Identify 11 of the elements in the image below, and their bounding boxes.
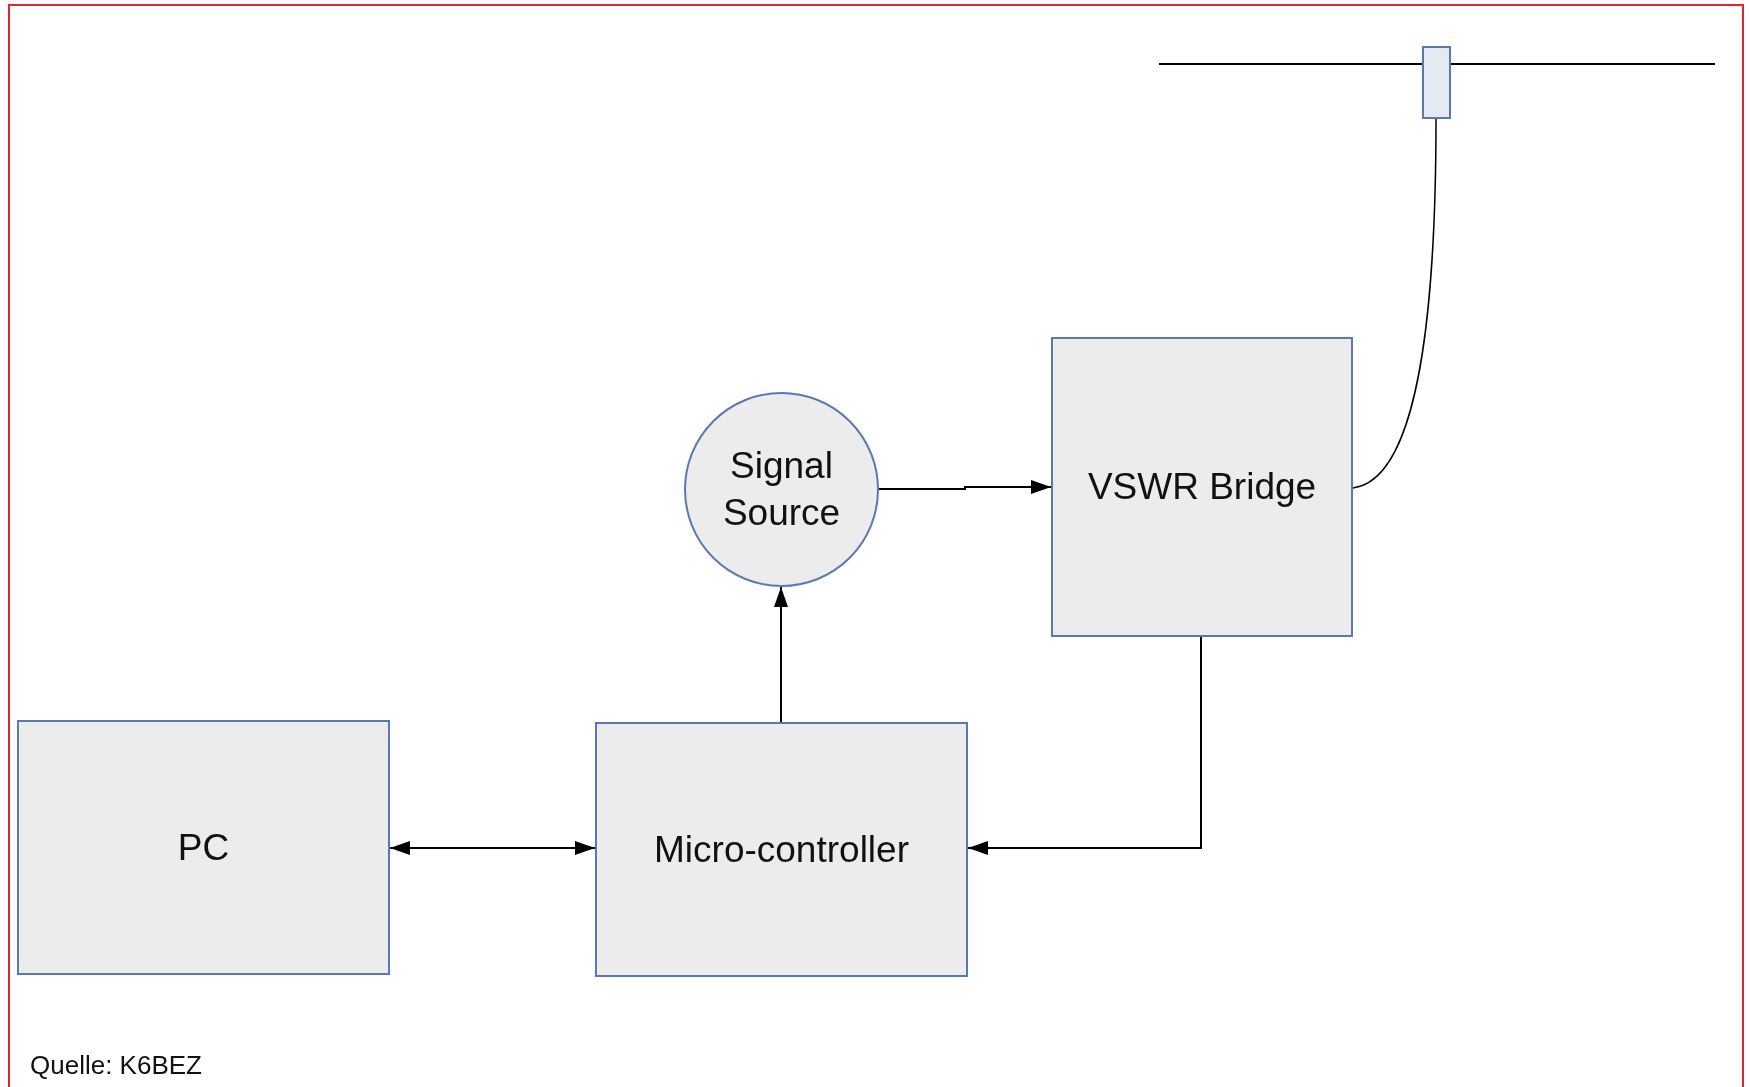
pc-box: PC (17, 720, 390, 975)
dipole-antenna-drawing (1159, 46, 1715, 119)
signal-source-circle: Signal Source (684, 392, 879, 587)
vswr-bridge-box: VSWR Bridge (1051, 337, 1353, 637)
cable-line (1352, 118, 1437, 489)
arrow (967, 636, 1202, 855)
source-note: Quelle: K6BEZ (30, 1050, 202, 1081)
arrow (878, 480, 1052, 494)
microcontroller-box: Micro-controller (595, 722, 968, 977)
double-arrow (389, 841, 596, 855)
arrow (774, 586, 788, 723)
